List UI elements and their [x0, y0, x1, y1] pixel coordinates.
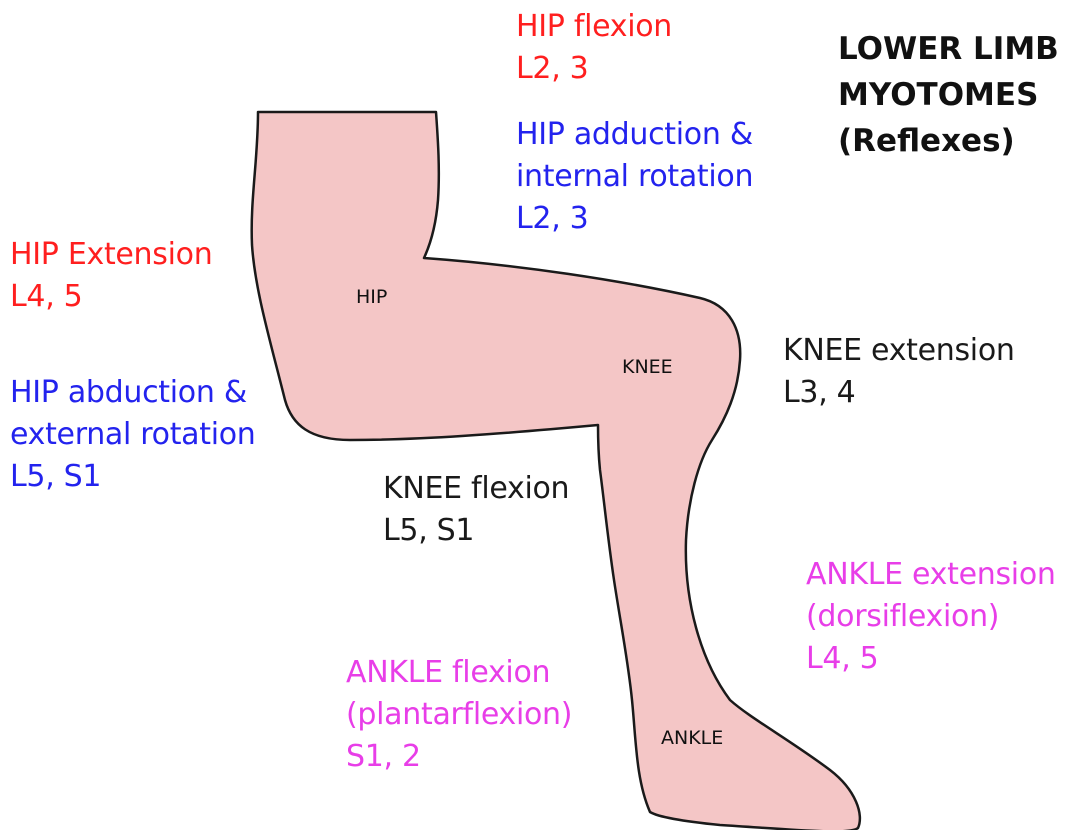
diagram-title: LOWER LIMB MYOTOMES (Reflexes)	[838, 26, 1059, 164]
ankle-flexion-line-2: (plantarflexion)	[346, 694, 572, 736]
ankle-extension-label: ANKLE extension (dorsiflexion) L4, 5	[806, 554, 1056, 680]
title-line-2: MYOTOMES	[838, 72, 1059, 118]
ankle-flexion-roots: S1, 2	[346, 736, 572, 778]
knee-extension-roots: L3, 4	[783, 372, 1015, 414]
hip-extension-label: HIP Extension L4, 5	[10, 234, 212, 318]
hip-abduction-line-1: HIP abduction &	[10, 372, 256, 414]
title-line-3: (Reflexes)	[838, 118, 1059, 164]
hip-flexion-label: HIP flexion L2, 3	[516, 6, 672, 90]
knee-extension-label: KNEE extension L3, 4	[783, 330, 1015, 414]
hip-flexion-action: HIP flexion	[516, 6, 672, 48]
title-line-1: LOWER LIMB	[838, 26, 1059, 72]
knee-flexion-action: KNEE flexion	[383, 468, 569, 510]
hip-adduction-label: HIP adduction & internal rotation L2, 3	[516, 114, 753, 240]
knee-extension-action: KNEE extension	[783, 330, 1015, 372]
hip-adduction-line-1: HIP adduction &	[516, 114, 753, 156]
knee-joint-label: KNEE	[622, 356, 673, 378]
hip-adduction-line-2: internal rotation	[516, 156, 753, 198]
hip-joint-label: HIP	[356, 286, 387, 308]
ankle-extension-line-1: ANKLE extension	[806, 554, 1056, 596]
hip-extension-roots: L4, 5	[10, 276, 212, 318]
ankle-extension-line-2: (dorsiflexion)	[806, 596, 1056, 638]
hip-adduction-roots: L2, 3	[516, 198, 753, 240]
hip-extension-action: HIP Extension	[10, 234, 212, 276]
hip-abduction-label: HIP abduction & external rotation L5, S1	[10, 372, 256, 498]
knee-flexion-roots: L5, S1	[383, 510, 569, 552]
ankle-flexion-label: ANKLE flexion (plantarflexion) S1, 2	[346, 652, 572, 778]
ankle-flexion-line-1: ANKLE flexion	[346, 652, 572, 694]
ankle-extension-roots: L4, 5	[806, 638, 1056, 680]
hip-abduction-line-2: external rotation	[10, 414, 256, 456]
ankle-joint-label: ANKLE	[661, 727, 723, 749]
knee-flexion-label: KNEE flexion L5, S1	[383, 468, 569, 552]
hip-abduction-roots: L5, S1	[10, 456, 256, 498]
hip-flexion-roots: L2, 3	[516, 48, 672, 90]
